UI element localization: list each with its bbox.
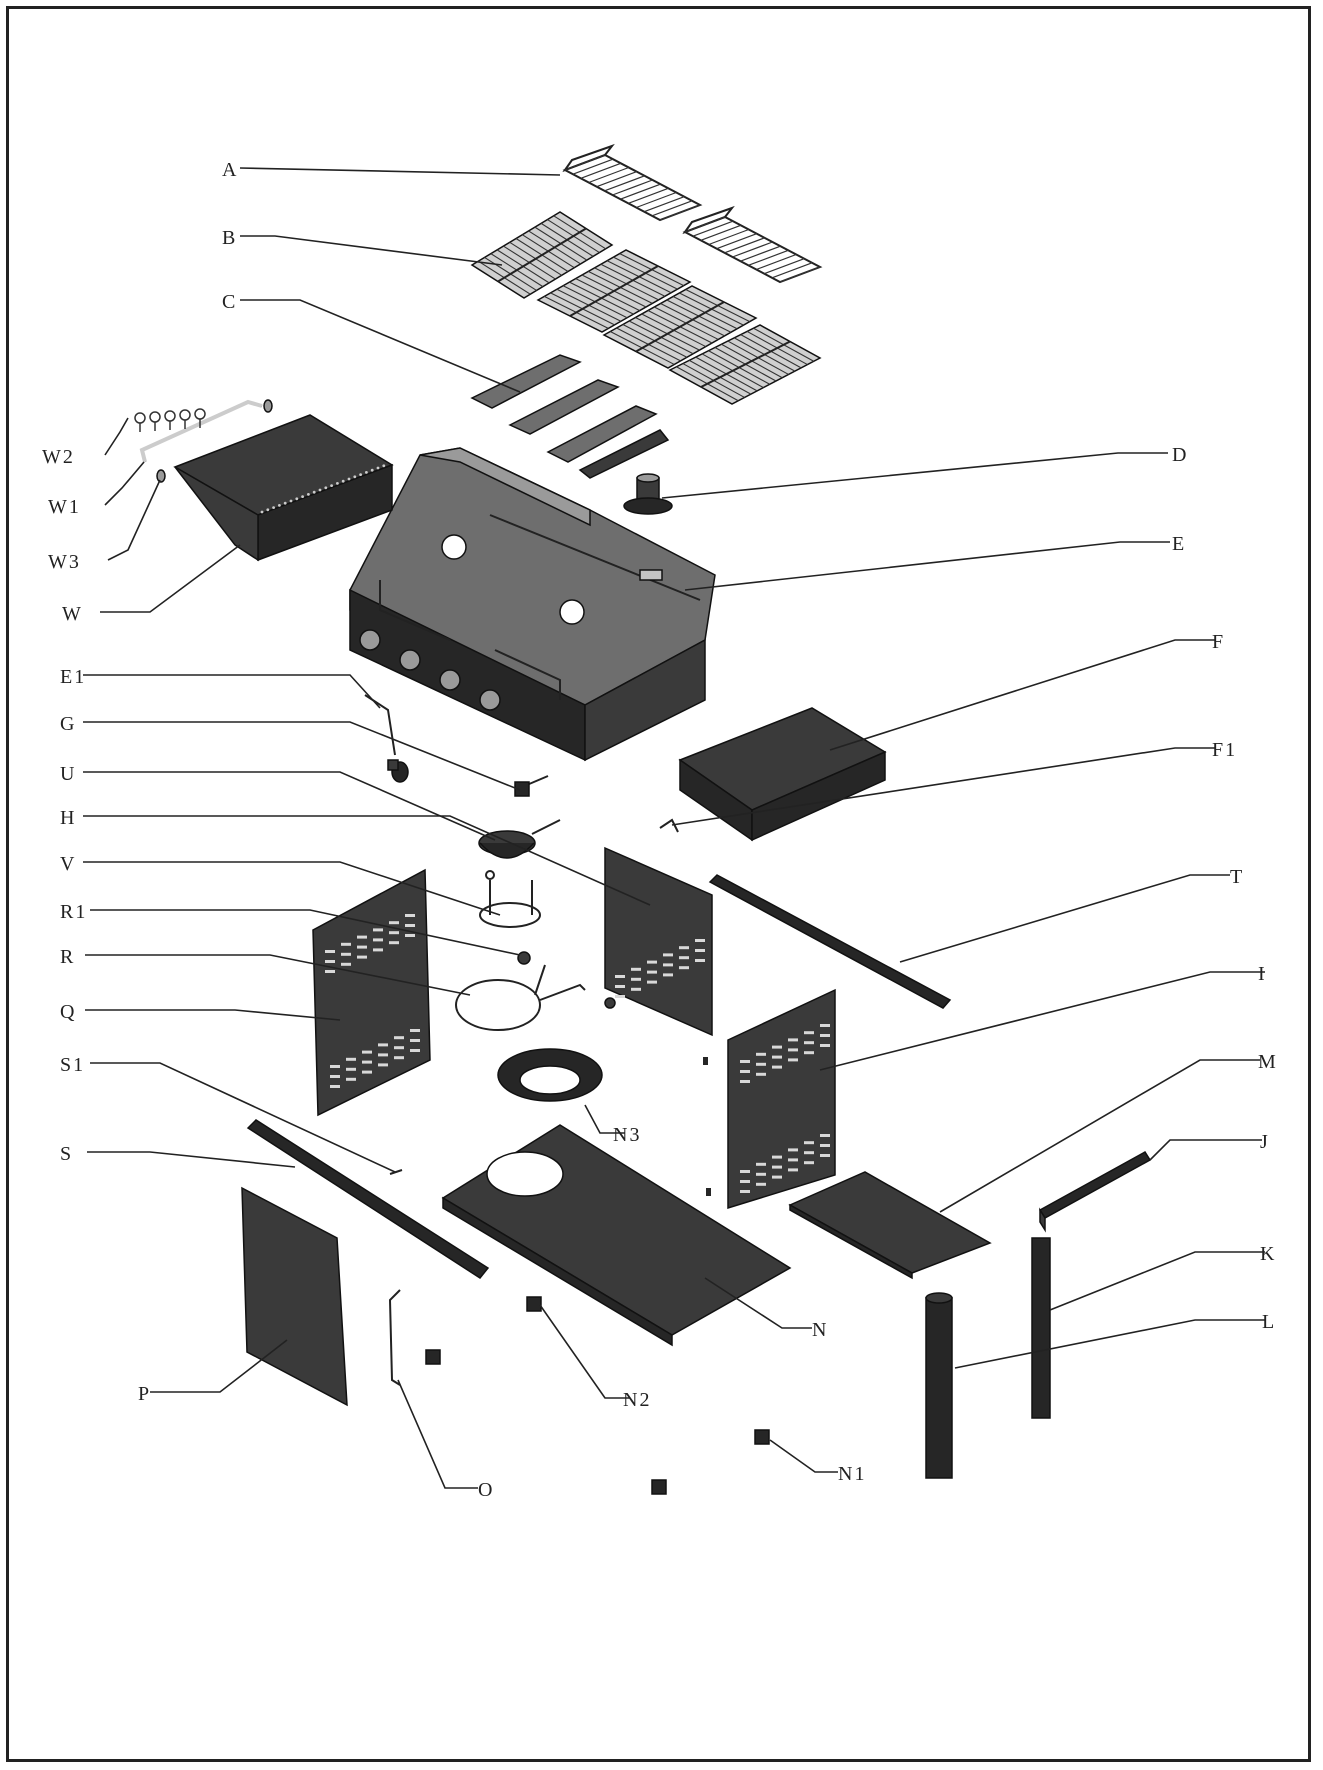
label-w1: W1	[48, 496, 81, 518]
part-w3-bolt	[156, 399, 273, 483]
label-b: B	[222, 227, 237, 249]
part-r1-nut	[517, 951, 531, 965]
part-r-ring	[455, 964, 616, 1031]
part-n3-collar	[497, 1048, 603, 1102]
part-c-flame-tamers	[470, 354, 670, 479]
label-m: M	[1258, 1051, 1278, 1073]
part-extra-casters	[425, 1349, 667, 1495]
label-n3: N3	[613, 1124, 641, 1146]
label-e1: E1	[60, 666, 86, 688]
label-l: L	[1262, 1311, 1276, 1333]
part-f1-bracket	[659, 818, 679, 833]
label-w3: W3	[48, 551, 81, 573]
part-n1-caster	[754, 1429, 770, 1445]
part-k-leg	[1031, 1237, 1051, 1419]
label-n2: N2	[623, 1389, 651, 1411]
part-o-handle	[388, 1289, 401, 1386]
part-a-warming-racks	[562, 143, 823, 284]
label-s1: S1	[60, 1054, 85, 1076]
part-h-rear-panel	[604, 846, 713, 1037]
label-o: O	[478, 1479, 494, 1501]
part-m-bottom-shelf	[788, 1171, 992, 1280]
part-s-rail	[246, 1119, 490, 1279]
label-e: E	[1172, 533, 1186, 555]
part-f-side-shelf	[678, 707, 887, 842]
label-r1: R1	[60, 901, 87, 923]
label-v: V	[60, 853, 76, 875]
part-v-bracket	[479, 870, 541, 928]
label-n1: N1	[838, 1463, 866, 1485]
part-n-base-plate	[441, 1124, 792, 1347]
label-a: A	[222, 159, 238, 181]
label-t: T	[1230, 866, 1244, 888]
label-g: G	[60, 713, 76, 735]
label-h: H	[60, 807, 76, 829]
part-labels: A B C D E W2 W1 W3 W E1 G U H V R1 R Q S…	[42, 159, 1278, 1501]
label-f: F	[1212, 631, 1225, 653]
part-e-grill-head	[349, 447, 716, 762]
part-t-rail	[708, 874, 952, 1009]
leader-lines	[83, 167, 1265, 1489]
label-p: P	[138, 1383, 151, 1405]
part-g-knob	[514, 775, 549, 797]
label-i: I	[1258, 963, 1267, 985]
part-p-door	[241, 1186, 348, 1407]
part-w1-handle	[139, 399, 263, 463]
label-n: N	[812, 1319, 828, 1341]
part-s1-bolt	[389, 1169, 403, 1175]
label-c: C	[222, 291, 237, 313]
label-f1: F1	[1212, 739, 1237, 761]
part-b-cooking-grids	[470, 211, 822, 405]
label-w: W	[62, 603, 83, 625]
label-u: U	[60, 763, 76, 785]
label-d: D	[1172, 444, 1188, 466]
label-s: S	[60, 1143, 73, 1165]
label-q: Q	[60, 1001, 76, 1023]
part-j-bracket	[1038, 1150, 1152, 1233]
label-j: J	[1260, 1131, 1270, 1153]
part-n2-caster	[526, 1296, 542, 1312]
label-k: K	[1260, 1243, 1276, 1265]
part-e1-regulator	[364, 694, 409, 783]
label-w2: W2	[42, 446, 75, 468]
part-q-left-panel	[312, 868, 431, 1117]
part-l-leg	[925, 1292, 953, 1479]
part-w-side-shelf	[173, 414, 394, 562]
part-i-right-panel	[703, 988, 836, 1210]
part-d-igniter	[623, 473, 673, 515]
label-r: R	[60, 946, 75, 968]
part-w2-screws	[134, 408, 206, 432]
